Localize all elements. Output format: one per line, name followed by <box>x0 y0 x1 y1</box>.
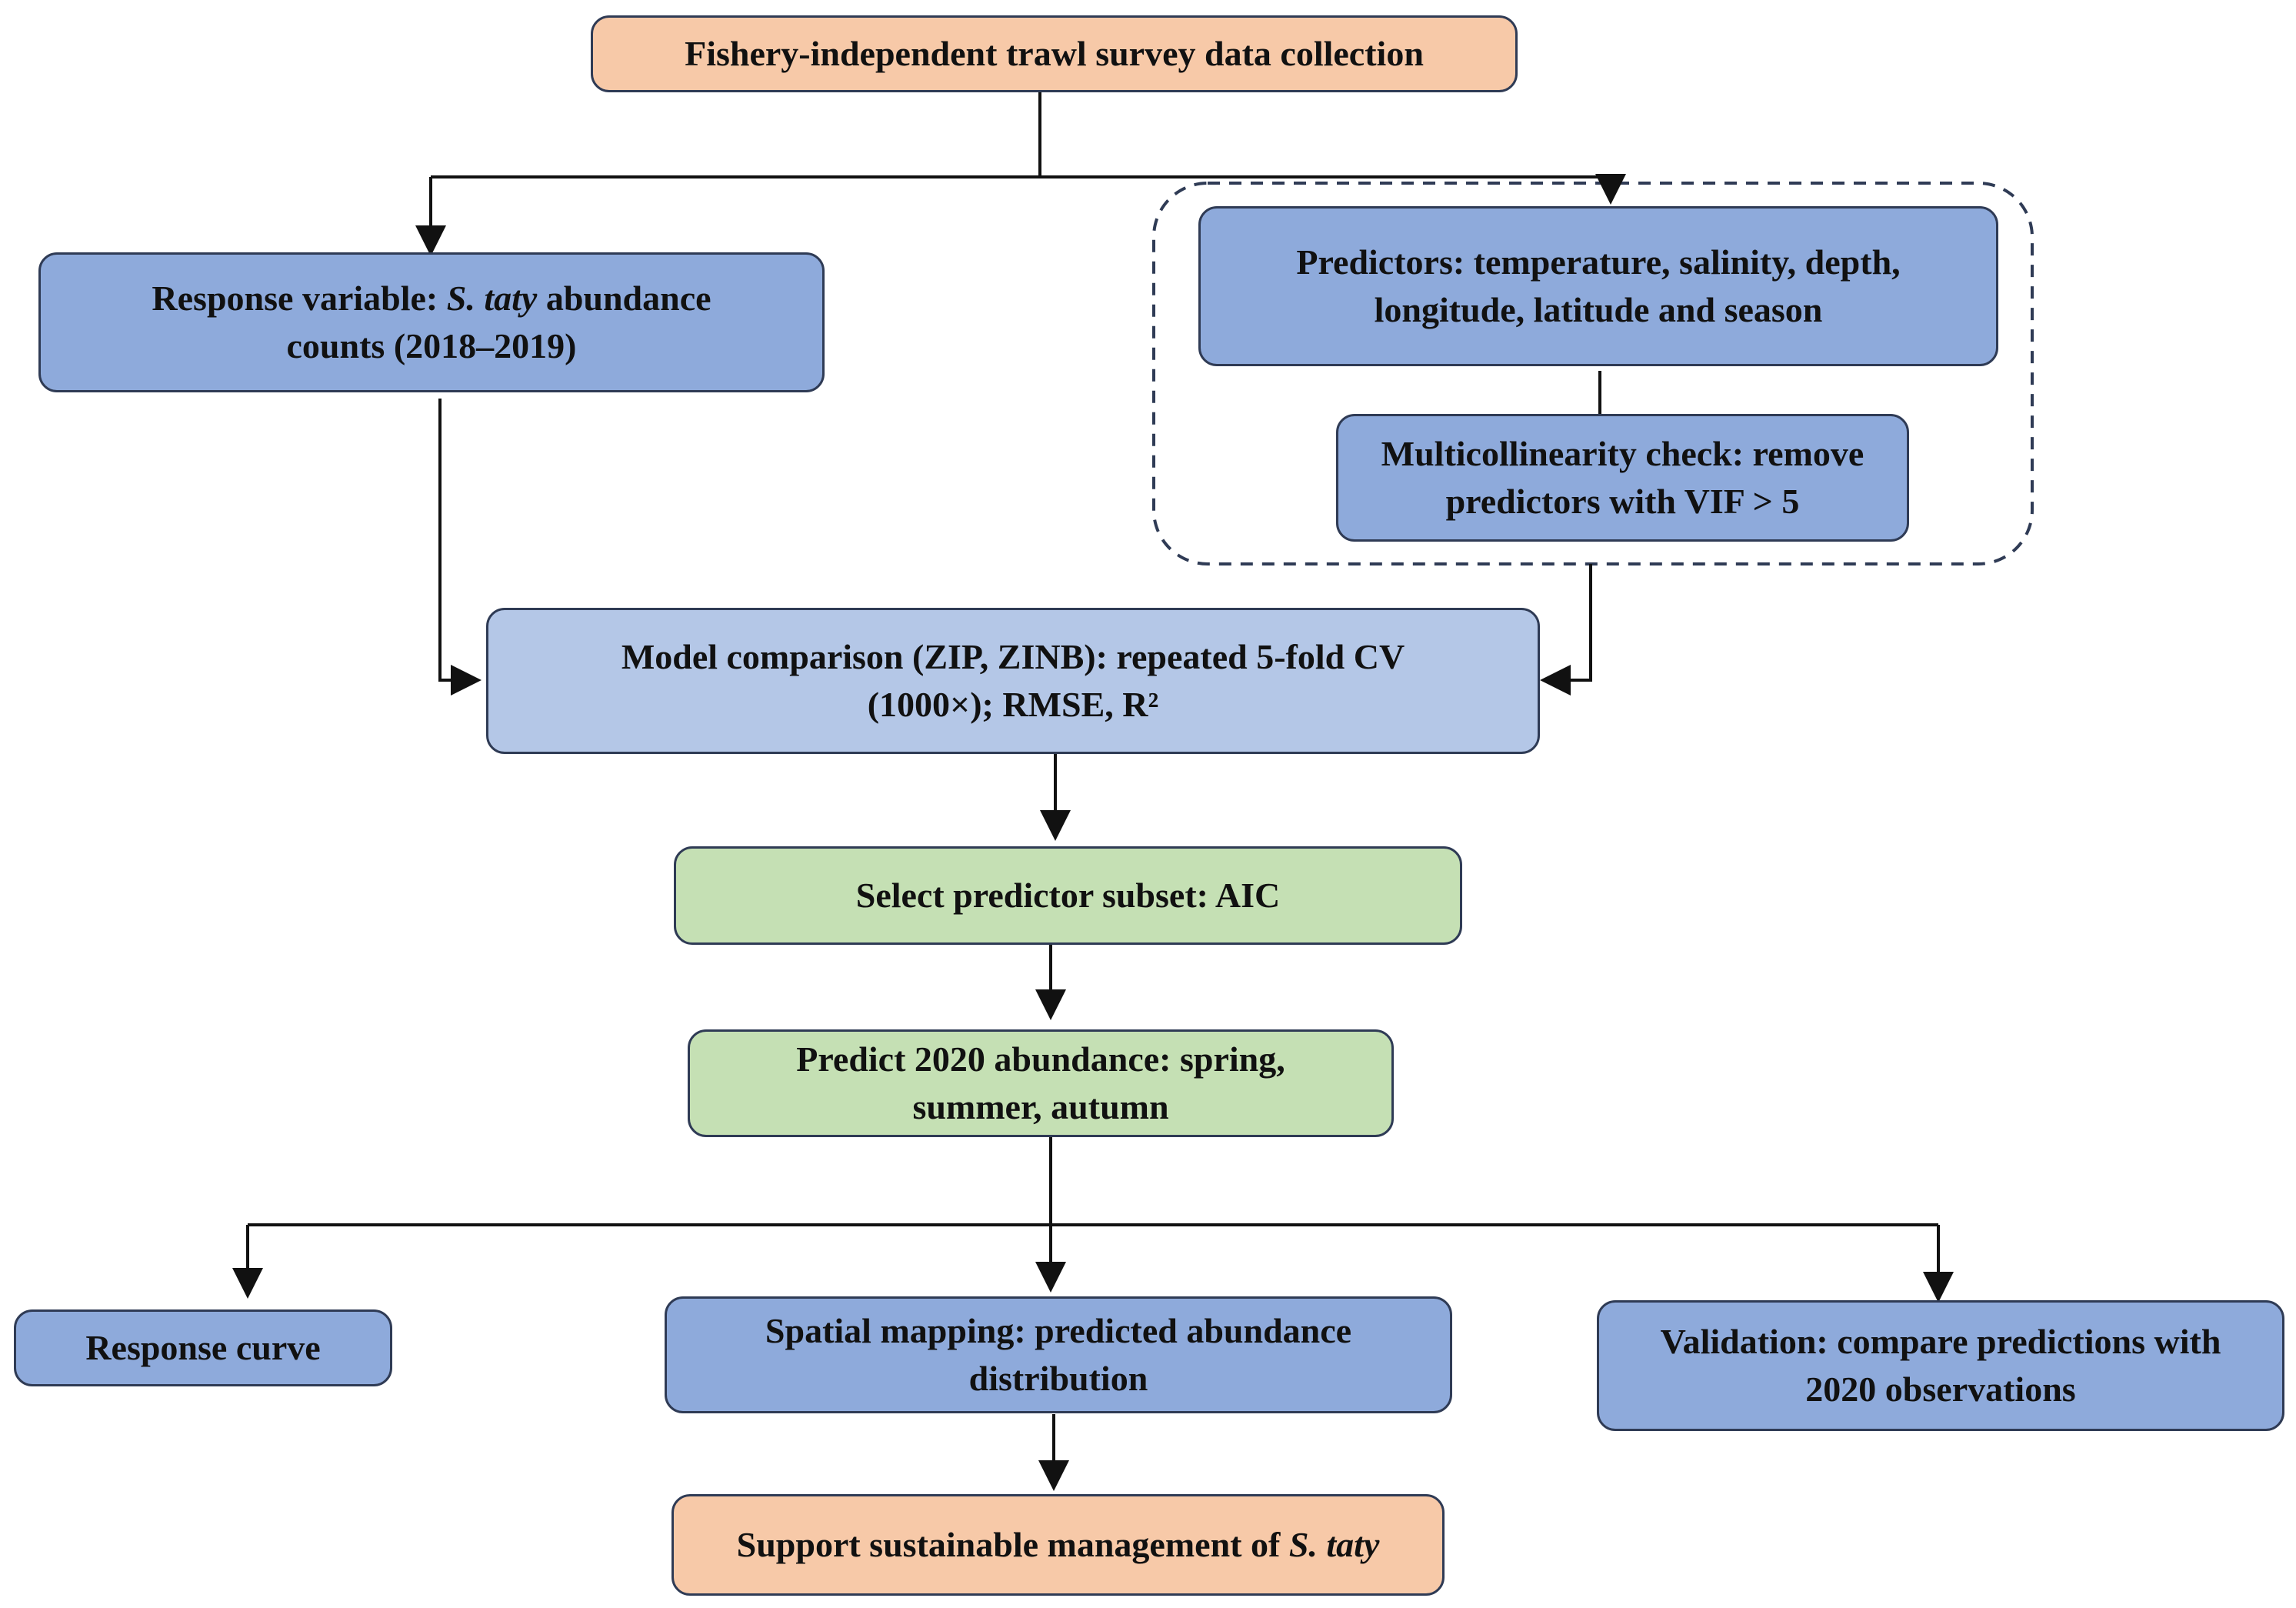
multicollinearity-line2: predictors with VIF > 5 <box>1445 482 1800 521</box>
predictors-line1: Predictors: temperature, salinity, depth… <box>1296 242 1901 282</box>
spatial-mapping-line1: Spatial mapping: predicted abundance <box>765 1311 1352 1350</box>
spatial-mapping-line2: distribution <box>968 1359 1148 1398</box>
predict-2020-line1: Predict 2020 abundance: spring, <box>796 1039 1285 1079</box>
predict-2020-line2: summer, autumn <box>912 1087 1169 1126</box>
predictors-line2: longitude, latitude and season <box>1374 290 1823 329</box>
response-variable-line2: counts (2018–2019) <box>286 326 577 365</box>
response-variable-species: S. taty <box>446 279 538 318</box>
model-comparison-line2: (1000×); RMSE, R² <box>867 685 1159 724</box>
response-curve-node: Response curve <box>14 1309 392 1386</box>
data-collection-label: Fishery-independent trawl survey data co… <box>685 34 1424 73</box>
support-management-label: Support sustainable management of S. tat… <box>737 1521 1380 1569</box>
response-curve-label: Response curve <box>85 1328 321 1367</box>
arrow-predictors-to-model <box>1540 564 1592 696</box>
data-collection-node: Fishery-independent trawl survey data co… <box>591 15 1518 92</box>
response-variable-line1: Response variable: S. taty abundance <box>152 275 711 322</box>
response-variable-suffix: abundance <box>537 279 711 318</box>
predictors-node: Predictors: temperature, salinity, depth… <box>1198 206 1998 366</box>
predict-2020-node: Predict 2020 abundance: spring, summer, … <box>688 1029 1394 1137</box>
validation-node: Validation: compare predictions with 202… <box>1597 1300 2284 1431</box>
support-management-node: Support sustainable management of S. tat… <box>671 1494 1445 1596</box>
arrow-response-to-model <box>438 399 482 696</box>
support-prefix: Support sustainable management of <box>736 1525 1289 1564</box>
validation-line2: 2020 observations <box>1805 1369 2076 1409</box>
select-subset-label: Select predictor subset: AIC <box>855 876 1281 915</box>
multicollinearity-node: Multicollinearity check: remove predicto… <box>1336 414 1909 542</box>
multicollinearity-line1: Multicollinearity check: remove <box>1381 434 1864 473</box>
model-comparison-node: Model comparison (ZIP, ZINB): repeated 5… <box>486 608 1540 754</box>
support-species: S. taty <box>1288 1525 1380 1564</box>
validation-line1: Validation: compare predictions with <box>1660 1322 2221 1361</box>
response-variable-prefix: Response variable: <box>152 279 447 318</box>
model-comparison-line1: Model comparison (ZIP, ZINB): repeated 5… <box>621 637 1405 676</box>
select-subset-node: Select predictor subset: AIC <box>674 846 1462 945</box>
spatial-mapping-node: Spatial mapping: predicted abundance dis… <box>665 1296 1452 1413</box>
response-variable-node: Response variable: S. taty abundance cou… <box>38 252 825 392</box>
